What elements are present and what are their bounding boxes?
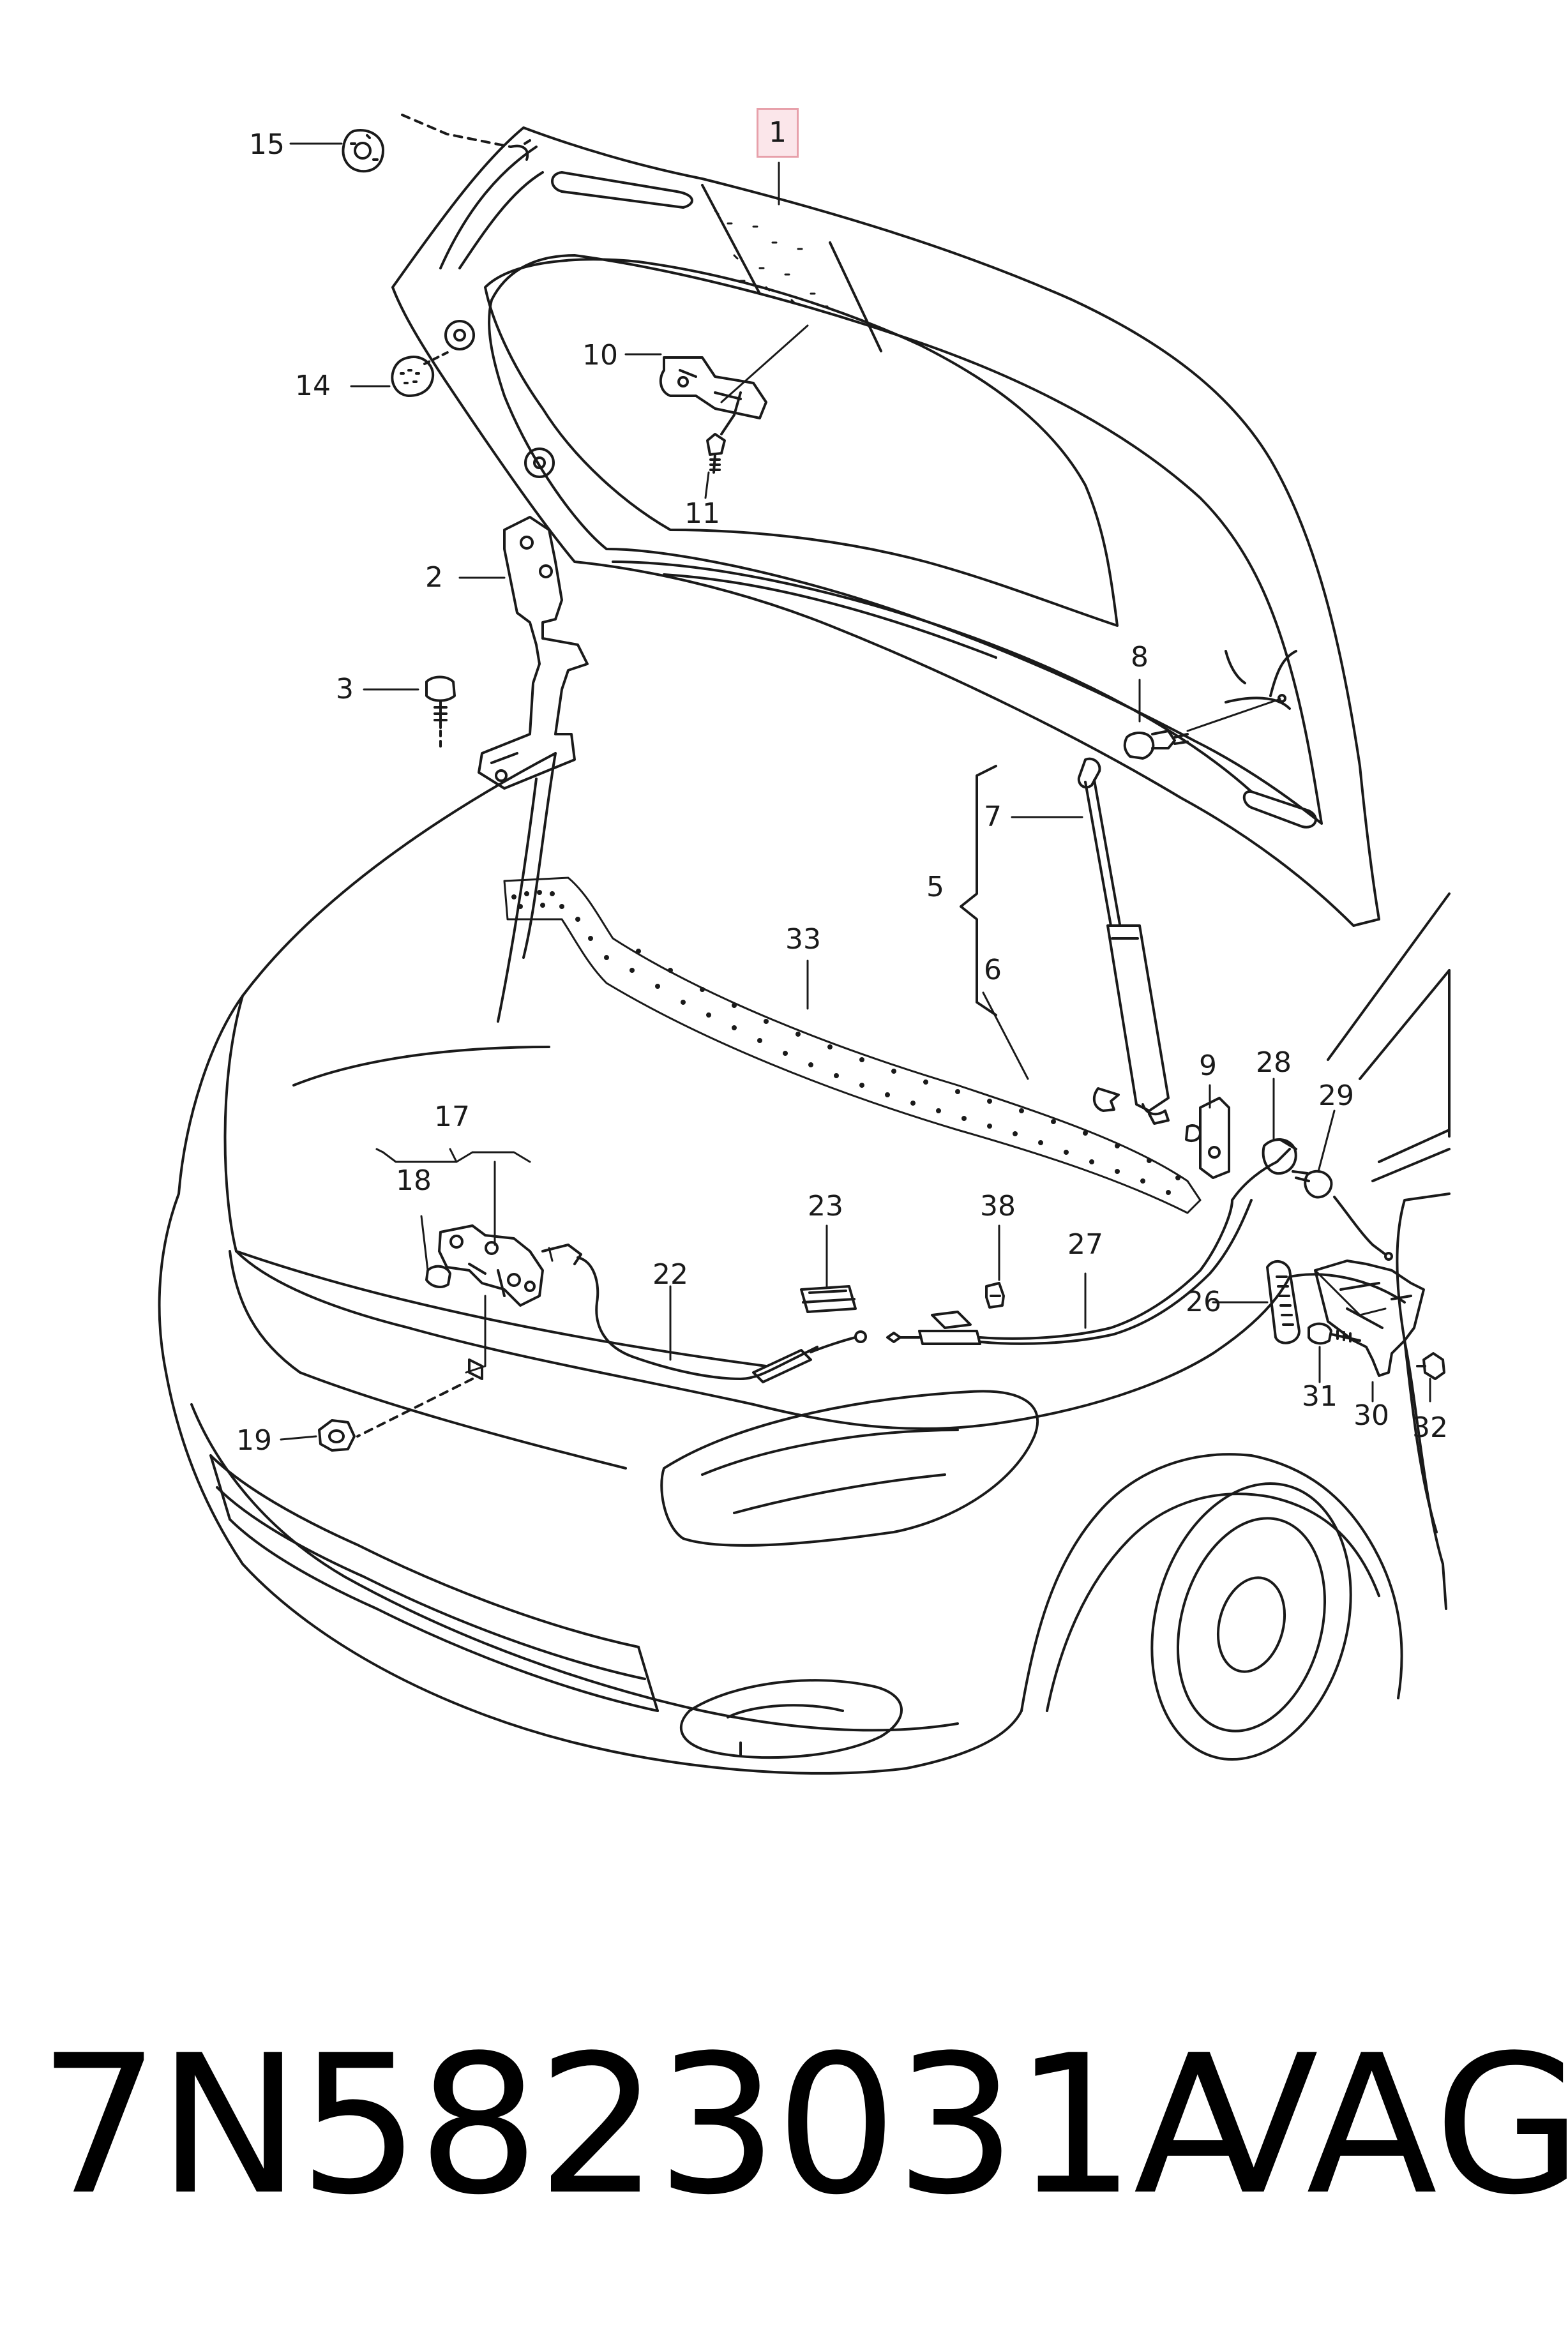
callout-28[interactable]: 28 [1256,1046,1292,1079]
clip-part-23 [800,1285,857,1313]
clip-part-9 [1185,1097,1230,1179]
callout-14[interactable]: 14 [295,370,331,402]
car-body [158,752,1451,1775]
lever-part-26 [1266,1260,1300,1344]
callout-3[interactable]: 3 [336,673,354,705]
release-cable-part-27 [886,1148,1291,1345]
callout-33[interactable]: 33 [785,923,821,956]
ball-pin-part-8 [1123,694,1286,760]
callout-23[interactable]: 23 [808,1190,843,1222]
callout-18[interactable]: 18 [396,1164,432,1197]
latch-assembly-part-17 [438,1224,544,1307]
callout-17[interactable]: 17 [434,1101,470,1133]
callout-15[interactable]: 15 [249,128,285,161]
nut-part-19 [318,1419,356,1452]
lock-carrier-part [659,324,809,435]
callout-8[interactable]: 8 [1131,641,1149,673]
callout-1[interactable]: 1 [757,108,799,158]
callout-32[interactable]: 32 [1412,1411,1448,1444]
callout-9[interactable]: 9 [1199,1049,1217,1082]
clip-part-38 [985,1282,1005,1309]
buffer-part-14 [391,350,451,397]
callout-30[interactable]: 30 [1353,1399,1389,1432]
clip-part-32 [1416,1352,1445,1380]
callout-2[interactable]: 2 [425,561,443,594]
callout-6[interactable]: 6 [984,954,1002,986]
callout-11[interactable]: 11 [684,497,720,530]
callout-38[interactable]: 38 [980,1190,1016,1222]
callout-29[interactable]: 29 [1318,1079,1354,1112]
cable-guide-bracket [356,1295,486,1438]
callout-22[interactable]: 22 [652,1258,688,1291]
callout-10[interactable]: 10 [582,339,618,372]
clip-part-29 [1292,1170,1393,1261]
hood-panel [391,126,1380,927]
switch-part-18 [425,1265,451,1288]
grommet-part-15 [342,114,512,173]
part-number: 7N5823031A [38,2014,1265,2237]
leader-lines [280,142,1431,1441]
release-cable-part-22 [541,1244,867,1383]
callout-27[interactable]: 27 [1067,1228,1103,1261]
gas-strut [1077,757,1170,1125]
strut-bracket [960,765,997,1016]
seal-strip-part-33 [503,876,1202,1214]
callout-31[interactable]: 31 [1302,1380,1338,1413]
brand-name: VAG [1187,2014,1568,2237]
clip-part-6 [1092,1087,1120,1112]
callout-19[interactable]: 19 [236,1424,272,1457]
grommet-part-28 [1262,1138,1297,1175]
caption: 7N5823031A VAG [0,2004,1568,2273]
callout-5[interactable]: 5 [926,871,944,903]
hinge-part-2 [478,516,589,790]
screw-part-31 [1308,1322,1361,1345]
callout-26[interactable]: 26 [1186,1286,1221,1318]
bolt-part-11 [706,433,726,474]
bolt-part-3 [425,675,456,751]
callout-7[interactable]: 7 [984,801,1002,833]
